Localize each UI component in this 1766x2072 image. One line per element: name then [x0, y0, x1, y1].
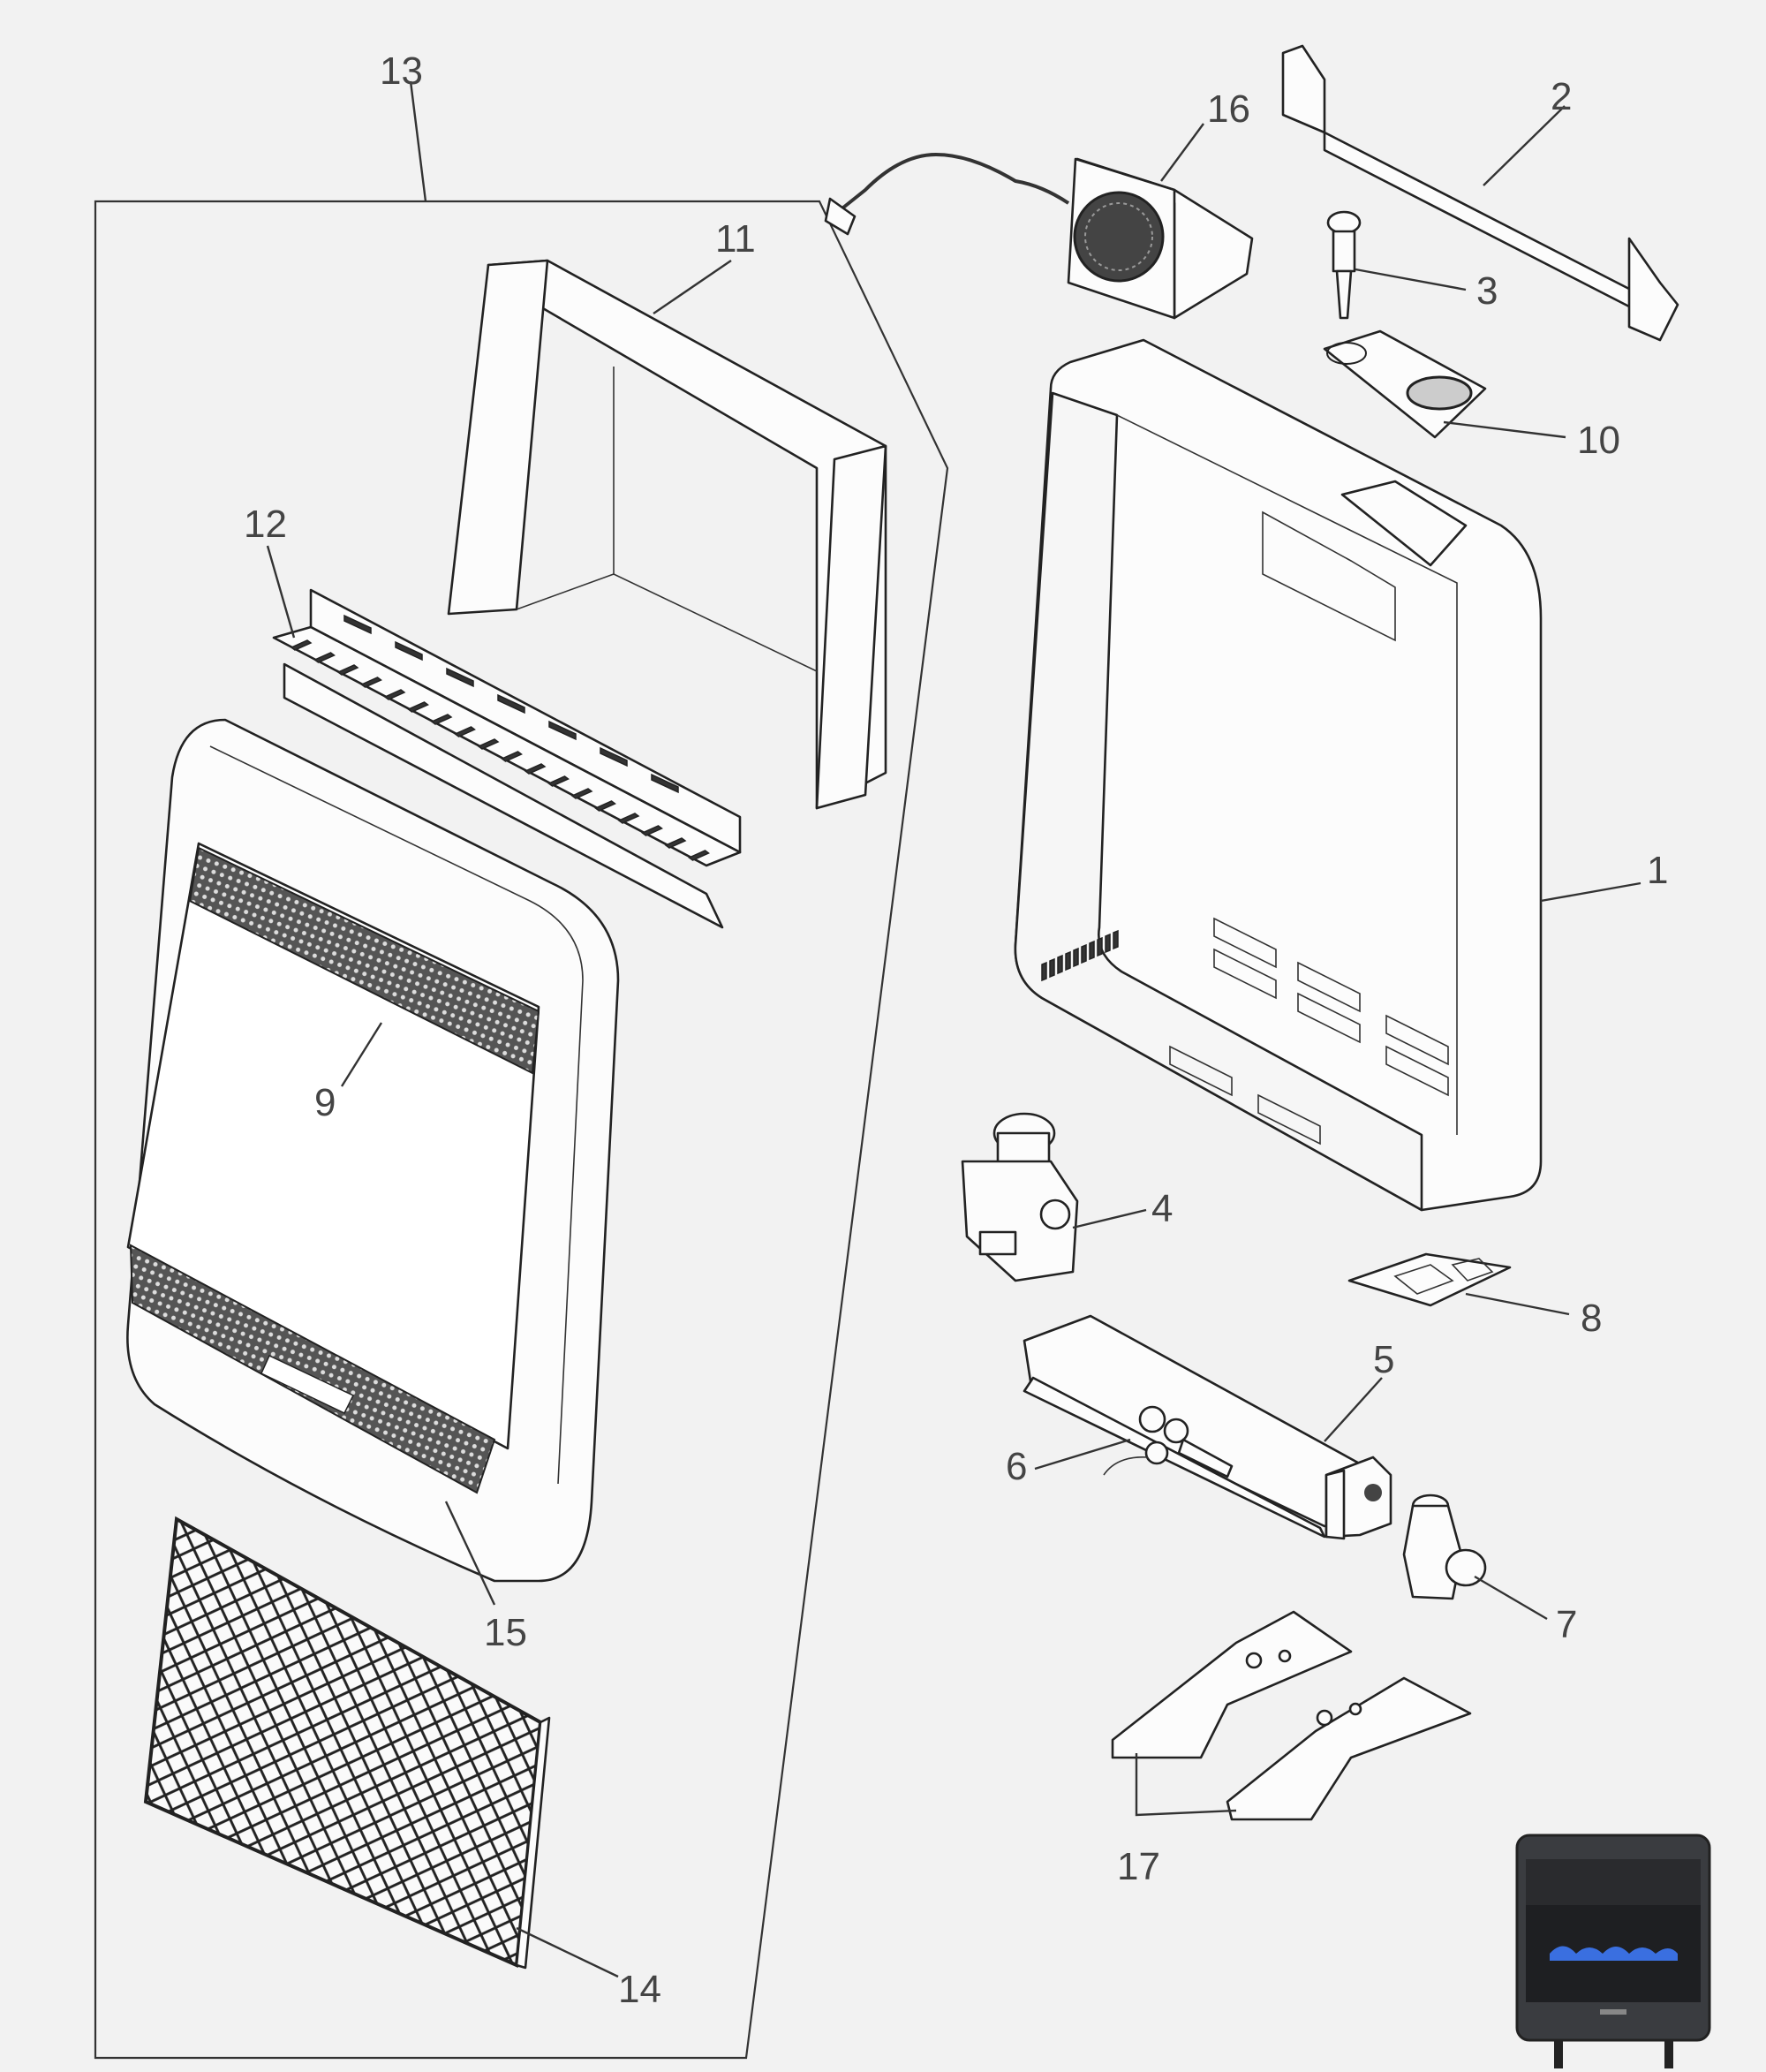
cabinet-side-slot — [1113, 929, 1119, 950]
callout-15: 15 — [484, 1611, 527, 1654]
cabinet-side-slot — [1105, 933, 1111, 954]
louver-slot — [641, 825, 663, 836]
cabinet-vent — [1257, 1093, 1321, 1146]
callout-17: 17 — [1117, 1845, 1160, 1888]
part-12-louver-strip — [272, 588, 742, 929]
louver-slot — [524, 763, 547, 775]
callout-5: 5 — [1373, 1338, 1394, 1381]
callout-labels: 1 2 3 4 5 6 7 8 9 10 11 12 13 14 15 16 1… — [244, 49, 1668, 2011]
louver-slot — [407, 701, 429, 713]
part-14-mesh-screen — [143, 1516, 551, 1970]
cabinet-vent — [1213, 948, 1277, 1000]
part-7-regulator — [1402, 1494, 1487, 1600]
cabinet-vent — [1297, 961, 1361, 1013]
louver-slot — [430, 714, 453, 725]
louver-slot — [336, 664, 359, 676]
louver-slot — [664, 837, 687, 849]
part-2-mounting-bracket — [1281, 44, 1679, 342]
callout-2: 2 — [1551, 75, 1572, 118]
part-3-igniter — [1326, 210, 1362, 320]
cabinet-side-slot — [1057, 954, 1063, 975]
leader-lines — [266, 80, 1641, 1978]
callout-6: 6 — [1006, 1445, 1027, 1488]
louver-slot — [594, 800, 616, 812]
louver-slot — [501, 751, 523, 762]
louver-slot — [383, 689, 406, 700]
callout-1: 1 — [1647, 849, 1668, 892]
cabinet-side-slot — [1073, 947, 1079, 968]
cabinet-side-slot — [1065, 950, 1071, 972]
part-4-gas-valve — [961, 1112, 1079, 1282]
callout-4: 4 — [1151, 1187, 1173, 1230]
callout-3: 3 — [1476, 269, 1498, 313]
cabinet-side-slot — [1097, 936, 1103, 957]
cabinet-vent — [1385, 1014, 1449, 1066]
callout-10: 10 — [1577, 419, 1620, 462]
louver-slot — [600, 746, 628, 768]
cabinet-side-slot — [1089, 940, 1095, 961]
cabinet-side-slot — [1049, 957, 1055, 979]
part-8-gasket — [1347, 1252, 1512, 1307]
cabinet-side-slot — [1041, 961, 1047, 982]
part-16-blower — [824, 152, 1254, 320]
louver-slot — [446, 667, 474, 688]
louver-slot — [688, 850, 710, 861]
part-6-pilot-assembly — [1103, 1405, 1234, 1478]
part-5-burner — [1023, 1314, 1392, 1540]
louver-slot — [313, 652, 336, 663]
product-photo-inset — [1515, 1834, 1711, 2068]
callout-9: 9 — [314, 1081, 336, 1124]
callout-12: 12 — [244, 503, 287, 546]
louver-slot — [343, 614, 372, 635]
louver-slot — [548, 720, 577, 741]
louver-slot — [570, 788, 593, 799]
assembly-13-outline — [94, 200, 949, 2060]
louver-slot — [617, 813, 640, 824]
louver-slot — [497, 693, 525, 715]
part-17-legs — [1111, 1610, 1472, 1821]
callout-7: 7 — [1556, 1603, 1577, 1646]
callout-16: 16 — [1207, 87, 1250, 131]
part-11-heat-shield — [447, 259, 887, 810]
cabinet-side-slot — [1081, 943, 1087, 964]
callout-8: 8 — [1581, 1297, 1602, 1340]
louver-slot — [477, 738, 500, 750]
louver-slot — [395, 640, 423, 662]
louver-slot — [651, 773, 679, 794]
louver-slot — [360, 677, 382, 688]
cabinet-vent — [1385, 1045, 1449, 1097]
cabinet-vent — [1213, 917, 1277, 969]
cabinet-vent — [1297, 992, 1361, 1044]
louver-slot — [290, 639, 313, 651]
callout-11: 11 — [715, 217, 756, 261]
part-9-front-panel — [126, 718, 620, 1583]
part-10-top-plate — [1323, 329, 1487, 439]
louver-slot — [454, 726, 476, 737]
cabinet-vent — [1169, 1045, 1233, 1097]
part-1-cabinet — [1014, 338, 1543, 1212]
callout-14: 14 — [618, 1968, 661, 2011]
callout-13: 13 — [380, 49, 423, 93]
louver-slot — [547, 775, 570, 787]
